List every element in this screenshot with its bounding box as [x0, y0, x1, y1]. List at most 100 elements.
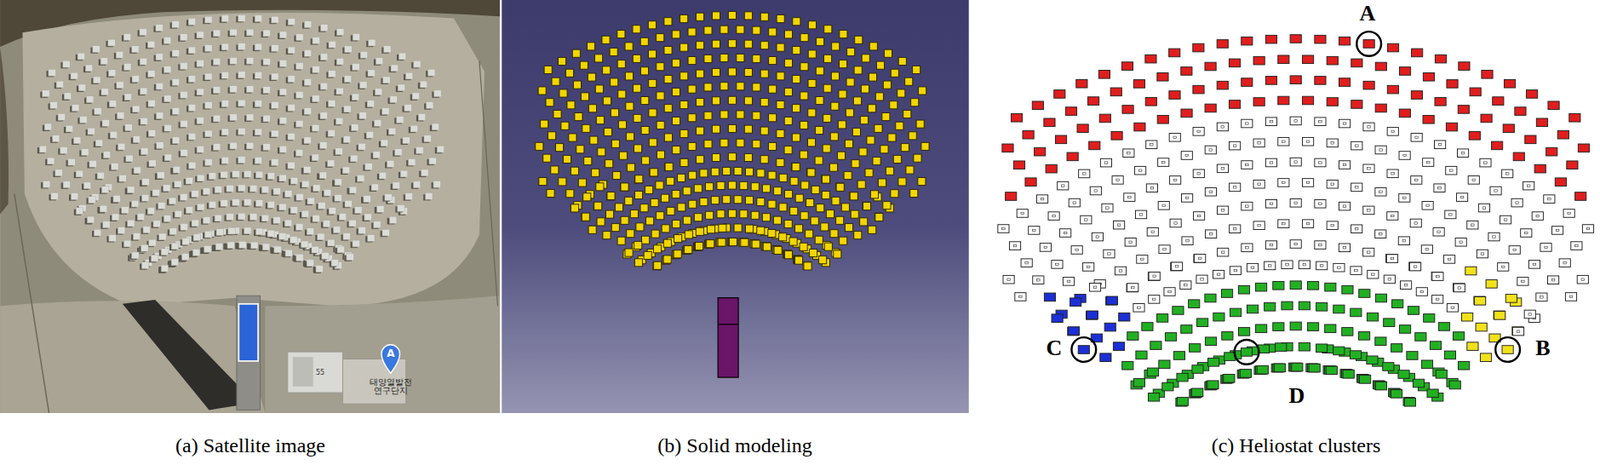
heliostat-model [821, 175, 830, 184]
cleared-pad [22, 12, 484, 306]
heliostat-model [850, 210, 859, 218]
heliostat-model [792, 104, 801, 113]
heliostat-model [776, 15, 785, 23]
heliostat-photo [196, 117, 204, 125]
heliostat-mark [1503, 218, 1508, 221]
heliostat-photo [343, 233, 350, 241]
heliostat-model [831, 42, 840, 51]
heliostat-photo [164, 154, 172, 161]
heliostat-model [821, 175, 830, 184]
heliostat-photo [367, 235, 375, 242]
heliostat-photo [296, 254, 304, 262]
heliostat-model [602, 66, 611, 75]
heliostat-photo [238, 127, 246, 135]
heliostat-model [672, 146, 681, 155]
heliostat-model [756, 169, 765, 178]
heliostat-cluster [1246, 304, 1258, 314]
heliostat-photo [384, 45, 391, 53]
heliostat-model [860, 85, 869, 93]
heliostat-cluster [1298, 301, 1310, 310]
heliostat-mark [1294, 242, 1298, 245]
heliostat-photo [132, 233, 140, 241]
heliostat-mark [1138, 169, 1142, 172]
heliostat-model [839, 30, 848, 39]
heliostat-cluster [1493, 310, 1505, 320]
heliostat-photo [212, 57, 220, 65]
heliostat-mark [1472, 178, 1476, 181]
heliostat-photo [434, 90, 442, 98]
heliostat-photo [51, 192, 58, 200]
heliostat-model [672, 116, 681, 125]
heliostat-cluster [1255, 282, 1267, 292]
heliostat-photo [255, 200, 263, 207]
heliostat-model [779, 233, 787, 241]
heliostat-photo [382, 229, 390, 236]
heliostat-plain [1363, 247, 1375, 257]
heliostat-cluster [1221, 289, 1233, 299]
heliostat-model [883, 201, 891, 210]
heliostat-plain [1278, 178, 1290, 188]
heliostat-photo [360, 81, 368, 89]
heliostat-model [808, 108, 816, 117]
heliostat-plain [1511, 198, 1523, 207]
heliostat-cluster [1208, 358, 1220, 368]
heliostat-plain [1146, 227, 1159, 236]
heliostat-plain [1216, 206, 1228, 215]
heliostat-photo [254, 43, 262, 51]
heliostat-mark [1567, 212, 1572, 214]
heliostat-photo [382, 108, 390, 115]
heliostat-photo [149, 239, 156, 247]
heliostat-model [762, 242, 771, 251]
heliostat-model [704, 26, 712, 35]
heliostat-photo [193, 234, 201, 241]
heliostat-mark [1306, 222, 1310, 224]
heliostat-model [605, 210, 614, 218]
heliostat-photo [192, 249, 200, 257]
heliostat-photo [287, 17, 295, 25]
heliostat-photo [172, 137, 179, 144]
heliostat-model [632, 25, 641, 34]
heliostat-model [784, 59, 792, 68]
heliostat-plain [1068, 198, 1080, 207]
heliostat-photo [285, 190, 293, 198]
heliostat-model [722, 195, 731, 204]
heliostat-model [744, 125, 752, 133]
heliostat-plain [1502, 169, 1514, 178]
heliostat-photo [155, 82, 163, 90]
heliostat-model [596, 183, 604, 191]
heliostat-model [539, 177, 547, 185]
heliostat-model [784, 116, 792, 125]
heliostat-plain [1028, 226, 1040, 236]
heliostat-photo [296, 91, 304, 98]
heliostat-model [809, 249, 818, 258]
heliostat-cluster [1375, 381, 1387, 390]
heliostat-photo [336, 87, 344, 95]
heliostat-photo [344, 75, 351, 83]
heliostat-model [836, 216, 844, 224]
heliostat-model [739, 181, 748, 190]
heliostat-plain [1543, 194, 1555, 204]
heliostat-cluster [1290, 321, 1302, 331]
heliostat-model [634, 258, 643, 267]
heliostat-cluster [1127, 332, 1139, 341]
heliostat-mark [1209, 233, 1213, 236]
heliostat-plain [1512, 326, 1524, 336]
heliostat-plain [1326, 221, 1338, 230]
heliostat-cluster [1197, 318, 1209, 327]
heliostat-model [807, 168, 815, 177]
heliostat-model [752, 140, 761, 149]
heliostat-plain [1443, 255, 1455, 264]
heliostat-photo [290, 236, 298, 244]
heliostat-model [756, 197, 765, 206]
heliostat-mark [1245, 122, 1250, 125]
heliostat-mark [1257, 142, 1262, 144]
heliostat-model [591, 168, 600, 177]
heliostat-plain [1416, 287, 1428, 297]
heliostat-photo [428, 68, 436, 76]
heliostat-model [883, 80, 891, 89]
heliostat-photo [362, 194, 370, 202]
heliostat-photo [365, 163, 373, 171]
heliostat-photo [425, 192, 433, 200]
heliostat-model [800, 212, 809, 220]
heliostat-plain [1181, 151, 1193, 161]
